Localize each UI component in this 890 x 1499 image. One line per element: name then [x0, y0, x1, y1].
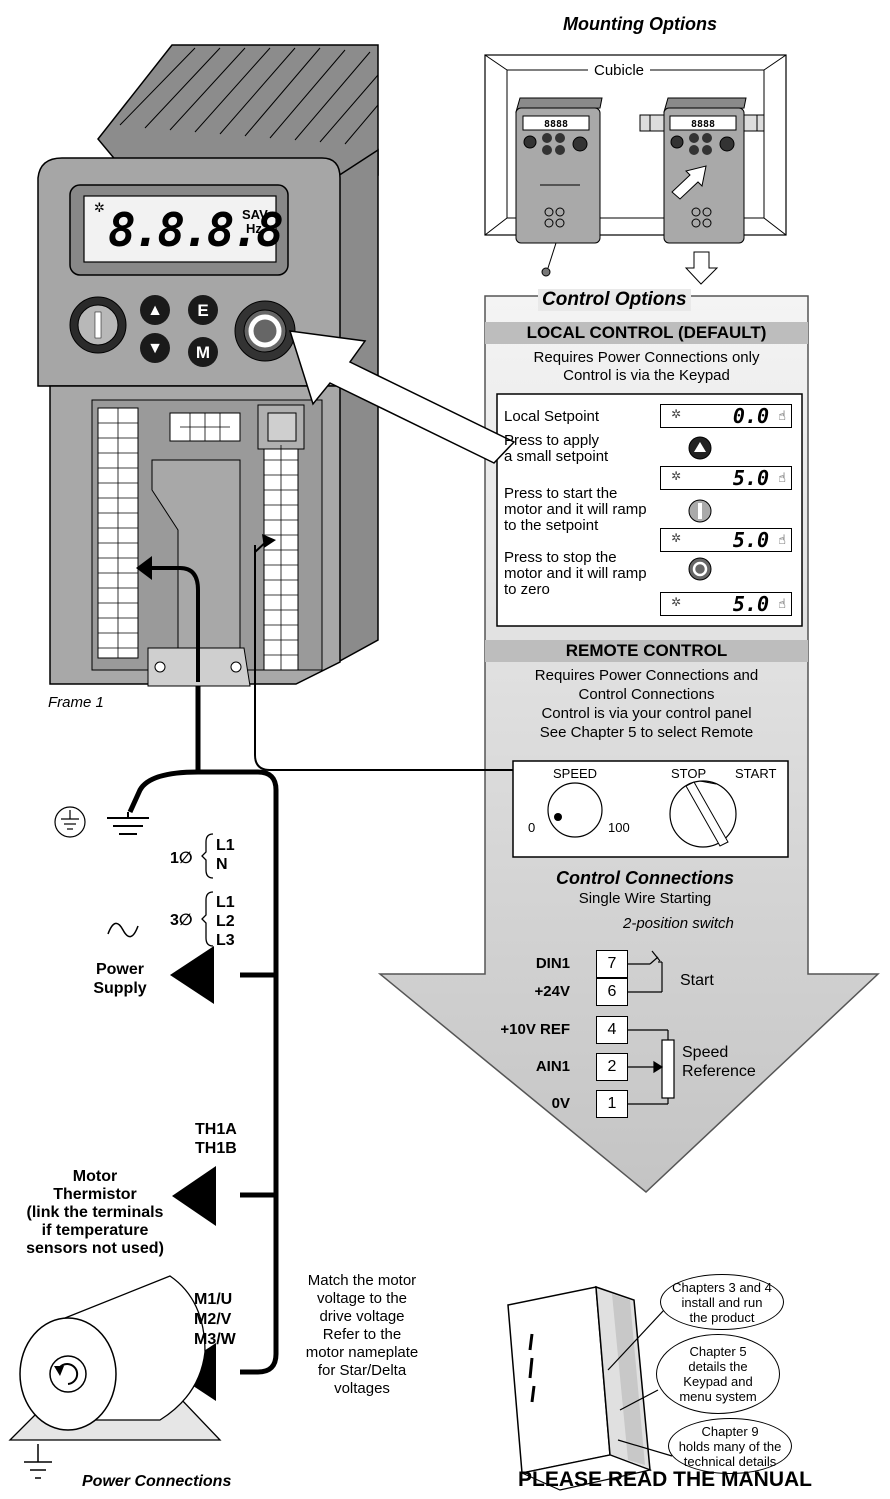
manual-book-graphic	[507, 1285, 673, 1491]
step-local-setpoint: Local Setpoint	[504, 408, 600, 425]
hand-icon: ☝	[778, 408, 786, 423]
terminal-grid	[98, 408, 298, 670]
speed-reference-label: Speed Reference	[682, 1044, 756, 1080]
local-control-line2: Control is via the Keypad	[563, 367, 730, 384]
hand-icon: ☝	[778, 470, 786, 485]
earth-symbol	[107, 812, 149, 835]
terminal-7: 7	[596, 950, 628, 978]
three-phase-lines: L1 L2 L3	[216, 894, 235, 949]
start-connection-label: Start	[680, 972, 714, 989]
svg-text:8888: 8888	[691, 119, 715, 130]
control-connections-subtitle: Single Wire Starting	[578, 890, 712, 907]
display-fan-icon: ✲	[94, 200, 105, 215]
terminal-6: 6	[596, 978, 628, 1006]
run-key[interactable]	[70, 297, 126, 353]
display-digits: 8.8.8.8	[108, 203, 284, 257]
control-wiring	[627, 950, 675, 1105]
fan-icon: ✲	[671, 407, 682, 421]
lcd-after-stop: ✲ 5.0 ☝	[660, 592, 792, 616]
thermistor-terminals: TH1A TH1B	[195, 1121, 237, 1157]
power-cable	[127, 686, 279, 1375]
switch-label: 2-position switch	[623, 915, 734, 932]
fan-icon: ✲	[671, 595, 682, 609]
power-supply-label: Power Supply	[93, 961, 147, 997]
single-phase-lines: L1 N	[216, 837, 235, 873]
small-drive-din-rail: 8888	[663, 97, 747, 244]
terminal-1: 1	[596, 1090, 628, 1118]
fan-icon: ✲	[671, 469, 682, 483]
thermistor-label: Motor Thermistor (link the terminals if …	[26, 1168, 164, 1257]
local-control-header: LOCAL CONTROL (DEFAULT)	[485, 322, 808, 344]
terminal-2: 2	[596, 1053, 628, 1081]
terminal-label-ain1: AIN1	[535, 1058, 570, 1075]
terminal-4: 4	[596, 1016, 628, 1044]
remote-control-description: Requires Power Connections and Control C…	[534, 667, 759, 741]
fan-icon: ✲	[671, 531, 682, 545]
stop-label: STOP	[671, 766, 707, 781]
motor-voltage-note: Match the motor voltage to the drive vol…	[305, 1272, 419, 1397]
hand-icon: ☝	[778, 596, 786, 611]
speed-min-label: 0	[528, 820, 536, 835]
mount-down-arrow	[684, 251, 719, 285]
three-phase-symbol: 3∅	[170, 912, 193, 929]
frame-label: Frame 1	[48, 694, 104, 711]
earth-circle-icon	[54, 806, 86, 838]
step-stop: Press to stop the motor and it will ramp…	[504, 549, 647, 598]
m-key[interactable]: M	[195, 343, 211, 362]
mounting-options-title: Mounting Options	[563, 14, 717, 34]
read-manual-footer: PLEASE READ THE MANUAL	[517, 1468, 812, 1491]
supply-arrowhead	[170, 946, 214, 1004]
svg-text:8888: 8888	[544, 119, 568, 130]
display-units: SAV Hz	[242, 207, 268, 236]
motor-graphic	[8, 1275, 222, 1479]
up-key[interactable]: ▲	[147, 302, 163, 319]
small-drive-wall-mount: 8888	[515, 97, 603, 277]
lcd-after-apply: ✲ 5.0 ☝	[660, 466, 792, 490]
down-key[interactable]: ▼	[147, 340, 163, 357]
hand-icon: ☝	[778, 532, 786, 547]
start-label: START	[735, 766, 777, 781]
pointer-arrow	[288, 330, 516, 464]
control-wire	[254, 545, 513, 771]
terminal-label-din1: DIN1	[535, 955, 570, 972]
speed-max-label: 100	[608, 820, 630, 835]
lcd-setpoint: ✲ 0.0 ☝	[660, 404, 792, 428]
control-connections-title: Control Connections	[556, 868, 734, 888]
local-steps-panel	[496, 393, 803, 627]
remote-control-header: REMOTE CONTROL	[485, 640, 808, 662]
step-apply: Press to apply a small setpoint	[504, 432, 609, 465]
control-options-title: Control Options	[538, 289, 691, 311]
cubicle-label: Cubicle	[588, 62, 651, 79]
local-control-line1: Requires Power Connections only	[533, 349, 760, 366]
step-start: Press to start the motor and it will ram…	[504, 485, 647, 534]
terminal-label-0v: 0V	[551, 1095, 570, 1112]
terminal-label-24v: +24V	[534, 983, 570, 1000]
power-connections-title: Power Connections	[82, 1473, 232, 1490]
stop-key[interactable]	[235, 301, 295, 361]
single-phase-symbol: 1∅	[170, 850, 193, 867]
lcd-after-start: ✲ 5.0 ☝	[660, 528, 792, 552]
terminal-label-10v-ref: +10V REF	[500, 1021, 570, 1038]
ac-sine-icon	[107, 922, 139, 938]
motor-terminals: M1/U M2/V M3/W	[194, 1291, 236, 1348]
speed-knob-label: SPEED	[553, 766, 598, 781]
e-key[interactable]: E	[197, 301, 209, 320]
thermistor-arrowhead	[172, 1166, 216, 1226]
